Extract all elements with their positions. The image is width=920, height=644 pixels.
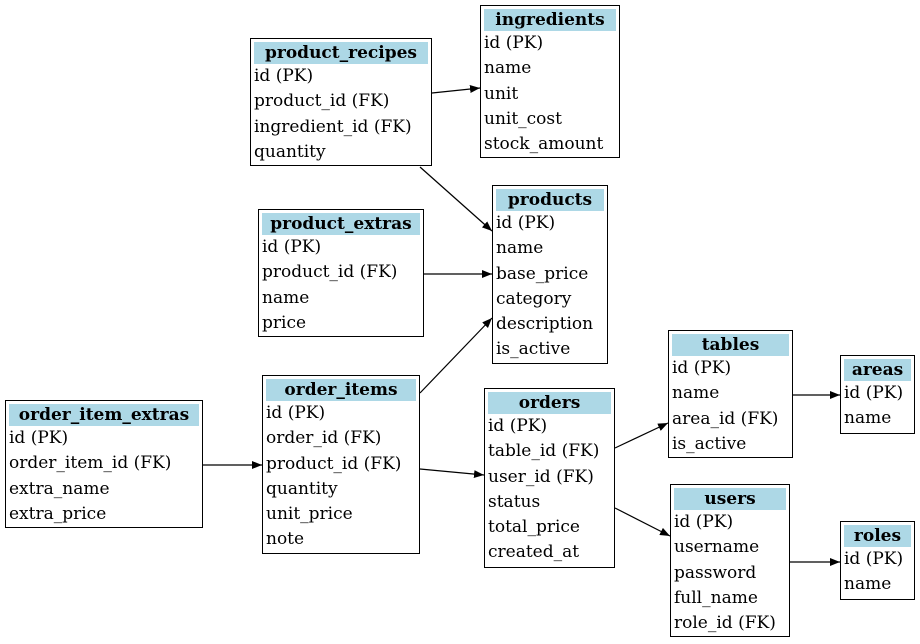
- entity-field: name: [262, 287, 310, 308]
- entity-field: unit_price: [266, 504, 353, 525]
- entity-field: id (PK): [844, 383, 904, 403]
- entity-field: product_id (FK): [266, 453, 402, 474]
- entity-field: quantity: [266, 478, 338, 499]
- entity-field: name: [672, 383, 720, 404]
- entity-title: product_recipes: [254, 42, 428, 64]
- entity-field: order_item_id (FK): [9, 453, 172, 474]
- entity-field: name: [484, 58, 532, 79]
- relationship-arrow-orders-to-users: [614, 507, 671, 537]
- entity-field: id (PK): [674, 512, 734, 532]
- entity-field: product_id (FK): [262, 262, 398, 283]
- entity-field: unit_cost: [484, 108, 562, 129]
- entity-field: name: [496, 238, 544, 259]
- entity-field: name: [844, 408, 892, 429]
- entity-field: total_price: [488, 517, 580, 538]
- entity-field: product_id (FK): [254, 91, 390, 112]
- entity-field: user_id (FK): [488, 466, 594, 487]
- entity-field: order_id (FK): [266, 428, 382, 449]
- entity-title: tables: [672, 334, 789, 356]
- entity-field: extra_name: [9, 478, 110, 499]
- entity-field: status: [488, 491, 541, 512]
- entity-field: quantity: [254, 141, 326, 162]
- entity-field: id (PK): [496, 213, 556, 233]
- entity-field: full_name: [674, 587, 758, 608]
- relationship-arrow-order-items-to-orders: [419, 468, 485, 479]
- entity-field: base_price: [496, 263, 589, 284]
- entity-field: is_active: [496, 339, 571, 360]
- entity-field: ingredient_id (FK): [254, 116, 412, 137]
- entity-field: id (PK): [254, 66, 314, 86]
- entity-field: description: [496, 314, 594, 335]
- entity-field: id (PK): [262, 237, 322, 257]
- entity-field: id (PK): [488, 416, 548, 436]
- entity-field: id (PK): [844, 549, 904, 569]
- entity-title: ingredients: [484, 9, 616, 31]
- entity-field: id (PK): [9, 428, 69, 448]
- entity-title: orders: [488, 392, 611, 414]
- entity-field: unit: [484, 83, 519, 104]
- entity-field: table_id (FK): [488, 441, 600, 462]
- entity-field: stock_amount: [484, 134, 604, 155]
- entity-field: price: [262, 312, 307, 333]
- entity-title: order_item_extras: [9, 404, 199, 426]
- entity-field: password: [674, 562, 757, 583]
- entity-field: id (PK): [484, 33, 544, 53]
- relationship-arrow-order-items-to-products: [419, 317, 493, 394]
- relationship-arrow-product-recipes-to-products: [419, 166, 493, 232]
- entity-field: id (PK): [672, 358, 732, 378]
- entity-field: role_id (FK): [674, 613, 776, 634]
- entity-title: users: [674, 488, 786, 510]
- entity-title: product_extras: [262, 213, 420, 235]
- relationship-arrow-orders-to-tables: [614, 422, 669, 449]
- entity-field: note: [266, 529, 305, 550]
- entity-field: category: [496, 288, 572, 309]
- entity-title: order_items: [266, 379, 416, 401]
- entity-title: roles: [844, 525, 911, 547]
- entity-field: extra_price: [9, 503, 107, 524]
- entity-field: is_active: [672, 433, 747, 454]
- entity-title: products: [496, 189, 604, 211]
- entity-field: id (PK): [266, 403, 326, 423]
- relationship-arrow-product-recipes-to-ingredients: [431, 85, 481, 94]
- entity-field: username: [674, 537, 760, 558]
- entity-title: areas: [844, 359, 911, 381]
- entity-field: created_at: [488, 542, 580, 563]
- entity-field: area_id (FK): [672, 408, 779, 429]
- entity-field: name: [844, 574, 892, 595]
